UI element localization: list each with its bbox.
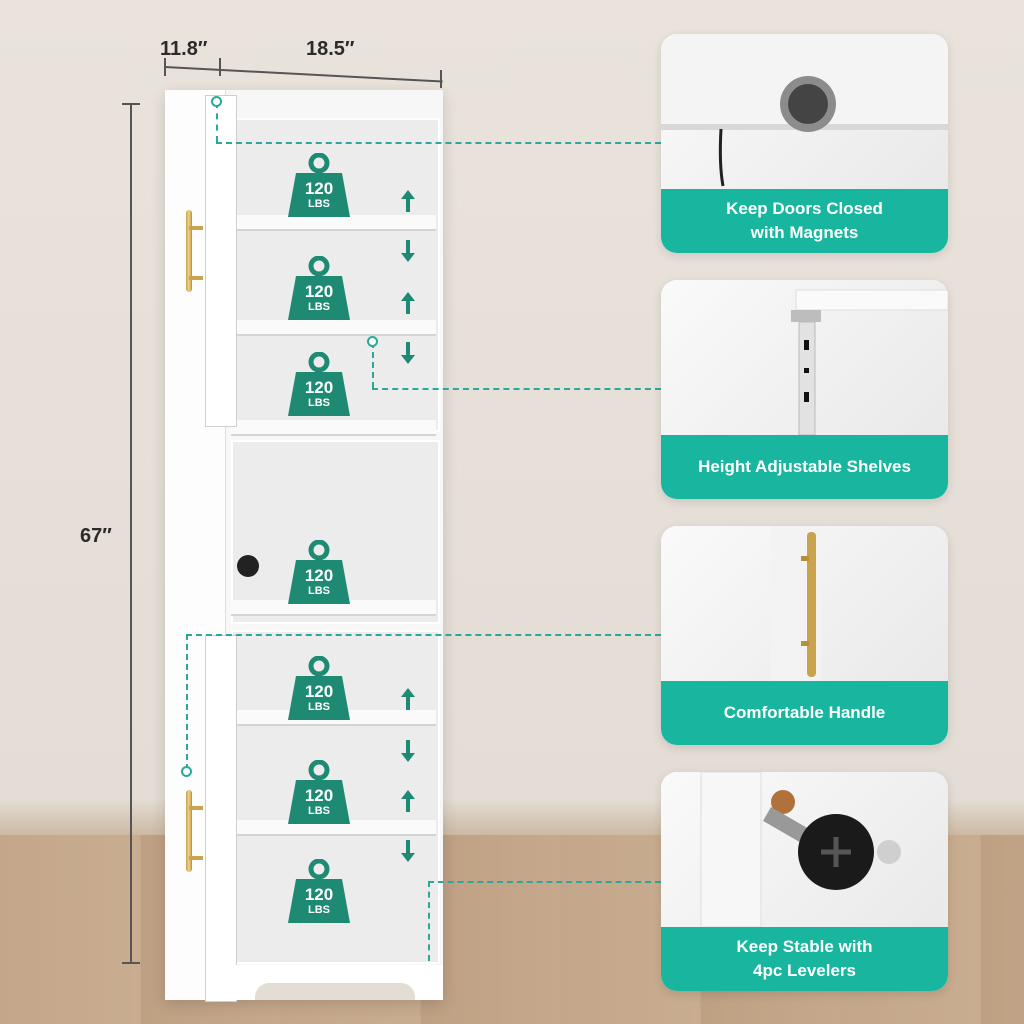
width-dimension: 18.5″ <box>306 38 355 60</box>
arrow-up-icon <box>401 790 415 812</box>
handle-post <box>189 276 203 280</box>
lower-door[interactable] <box>205 635 237 1002</box>
weight-unit: LBS <box>308 397 330 409</box>
width-dimension-line <box>164 66 443 83</box>
weight-unit: LBS <box>308 904 330 916</box>
callout-connector <box>428 881 661 883</box>
handle-post <box>189 856 203 860</box>
weight-icon <box>288 539 350 604</box>
weight-icon <box>288 858 350 923</box>
weight-unit: LBS <box>308 585 330 597</box>
callout-connector <box>428 881 430 961</box>
upper-door[interactable] <box>205 95 237 427</box>
shelf <box>231 600 436 616</box>
caption-line: 4pc Levelers <box>752 961 856 980</box>
shelf <box>231 420 436 436</box>
handle-post <box>189 226 203 230</box>
handle-icon <box>771 526 821 681</box>
callout-connector <box>372 342 374 388</box>
base-arch-cutout <box>255 983 415 1000</box>
shelf <box>231 320 436 336</box>
caption-line: Keep Doors Closed <box>726 199 883 218</box>
callout-dot <box>211 96 222 107</box>
feature-photo-magnet <box>661 34 948 189</box>
callout-connector <box>216 102 218 142</box>
weight-unit: LBS <box>308 301 330 313</box>
weight-value: 120 <box>304 885 334 904</box>
depth-dimension: 11.8″ <box>160 38 208 60</box>
feature-card-levelers: Keep Stable with 4pc Levelers <box>661 772 948 991</box>
weight-badge: 120 LBS <box>286 152 352 219</box>
weight-icon <box>288 655 350 720</box>
feature-photo-leveler <box>661 772 948 928</box>
dimension-tick <box>122 103 140 105</box>
shelf-bracket-icon <box>791 289 948 436</box>
feature-card-handle: Comfortable Handle <box>661 526 948 745</box>
weight-value: 120 <box>304 566 334 585</box>
weight-badge: 120 LBS <box>286 858 352 925</box>
weight-badge: 120 LBS <box>286 351 352 418</box>
magnet-icon <box>661 34 948 187</box>
cable-hole-icon <box>237 555 259 577</box>
weight-icon <box>288 759 350 824</box>
arrow-up-icon <box>401 688 415 710</box>
callout-connector <box>372 388 661 390</box>
caption-line: Comfortable Handle <box>723 703 886 722</box>
callout-connector <box>186 634 661 636</box>
weight-unit: LBS <box>308 805 330 817</box>
caption-line: Height Adjustable Shelves <box>698 457 911 476</box>
arrow-down-icon <box>401 240 415 262</box>
feature-photo-shelf <box>661 280 948 436</box>
feature-caption: Keep Stable with 4pc Levelers <box>661 927 948 991</box>
leveler-icon <box>700 772 901 928</box>
arrow-down-icon <box>401 342 415 364</box>
feature-caption: Height Adjustable Shelves <box>661 435 948 499</box>
feature-photo-handle <box>661 526 948 681</box>
arrow-down-icon <box>401 840 415 862</box>
feature-card-magnets: Keep Doors Closed with Magnets <box>661 34 948 253</box>
weight-icon <box>288 152 350 217</box>
weight-icon <box>288 351 350 416</box>
shelf <box>231 215 436 231</box>
dimension-tick <box>219 58 221 76</box>
caption-line: with Magnets <box>750 223 859 242</box>
upper-handle[interactable] <box>186 210 192 292</box>
weight-badge: 120 LBS <box>286 255 352 322</box>
arrow-up-icon <box>401 190 415 212</box>
callout-connector <box>216 142 661 144</box>
callout-connector <box>186 634 188 770</box>
callout-dot <box>181 766 192 777</box>
weight-value: 120 <box>304 179 334 198</box>
callout-dot <box>367 336 378 347</box>
feature-caption: Keep Doors Closed with Magnets <box>661 189 948 253</box>
feature-card-shelves: Height Adjustable Shelves <box>661 280 948 499</box>
weight-unit: LBS <box>308 701 330 713</box>
weight-value: 120 <box>304 786 334 805</box>
weight-badge: 120 LBS <box>286 655 352 722</box>
dimension-tick <box>164 58 166 76</box>
lower-handle[interactable] <box>186 790 192 872</box>
weight-badge: 120 LBS <box>286 759 352 826</box>
arrow-up-icon <box>401 292 415 314</box>
shelf <box>231 820 436 836</box>
caption-line: Keep Stable with <box>736 937 873 956</box>
weight-badge: 120 LBS <box>286 539 352 606</box>
height-dimension-line <box>130 103 132 963</box>
dimension-tick <box>122 962 140 964</box>
feature-caption: Comfortable Handle <box>661 681 948 745</box>
weight-value: 120 <box>304 682 334 701</box>
arrow-down-icon <box>401 740 415 762</box>
weight-unit: LBS <box>308 198 330 210</box>
weight-icon <box>288 255 350 320</box>
height-dimension: 67″ <box>80 525 112 547</box>
handle-post <box>189 806 203 810</box>
weight-value: 120 <box>304 378 334 397</box>
weight-value: 120 <box>304 282 334 301</box>
dimension-tick <box>440 70 442 88</box>
